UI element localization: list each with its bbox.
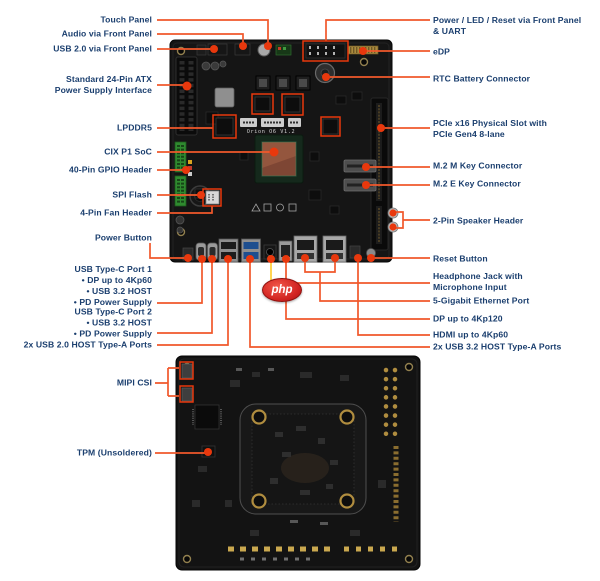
label-hdmi-4kp60: HDMI up to 4Kp60 — [433, 330, 597, 341]
callout-boxes — [179, 40, 349, 403]
mipi-csi-connector — [181, 363, 193, 379]
label-line: Touch Panel — [100, 14, 152, 25]
label-line: LPDDR5 — [117, 122, 152, 133]
silkscreen-logos — [240, 118, 301, 127]
label-fan-header: 4-Pin Fan Header — [0, 208, 152, 219]
label-usb20-host-ports: 2x USB 2.0 HOST Type-A Ports — [0, 340, 152, 351]
pcie-x16-slot — [370, 97, 389, 251]
callout-dots — [182, 42, 397, 456]
gpio-header-strip — [174, 141, 192, 207]
label-line: Reset Button — [433, 253, 488, 264]
label-line: HDMI up to 4Kp60 — [433, 329, 509, 340]
label-line: Microphone Input — [433, 282, 507, 292]
label-line: PCIe x16 Physical Slot with — [433, 118, 547, 128]
certification-marks — [251, 203, 297, 212]
label-line: 2x USB 2.0 HOST Type-A Ports — [23, 339, 152, 350]
back-side-chip — [192, 404, 222, 430]
label-power-button: Power Button — [0, 233, 152, 244]
mipi-csi-connector — [181, 387, 193, 402]
label-spi-flash: SPI Flash — [0, 190, 152, 201]
label-line: MIPI CSI — [116, 377, 152, 388]
mounting-hole — [359, 57, 369, 67]
label-reset-button: Reset Button — [433, 254, 597, 265]
label-line: USB Type-C Port 1 — [74, 264, 152, 274]
label-line: DP up to 4Kp120 — [433, 313, 503, 324]
label-usb-c-port-1: USB Type-C Port 1• DP up to 4Kp60• USB 3… — [0, 264, 152, 308]
label-line: USB 2.0 via Front Panel — [53, 43, 152, 54]
label-audio-front-panel: Audio via Front Panel — [0, 29, 152, 40]
label-line: Power Supply Interface — [54, 85, 152, 95]
soc-backplate-area — [239, 403, 367, 515]
php-watermark: php — [262, 278, 302, 302]
label-line: Audio via Front Panel — [61, 28, 152, 39]
label-usb32-host-ports: 2x USB 3.2 HOST Type-A Ports — [433, 342, 597, 353]
bottom-board-photo — [175, 355, 421, 571]
cix-p1-soc-chip — [254, 134, 304, 184]
label-m2-m-key: M.2 M Key Connector — [433, 161, 597, 172]
label-line: USB Type-C Port 2 — [74, 306, 152, 317]
label-line: Standard 24-Pin ATX — [66, 74, 152, 84]
label-line: Power Button — [94, 232, 152, 243]
label-line: • USB 3.2 HOST — [86, 317, 152, 328]
label-gpio-header: 40-Pin GPIO Header — [0, 165, 152, 176]
label-tpm: TPM (Unsoldered) — [0, 448, 152, 459]
label-edp: eDP — [433, 47, 597, 58]
label-line: • PD Power Supply — [73, 297, 152, 307]
php-watermark-text: php — [271, 284, 293, 296]
label-speaker-header: 2-Pin Speaker Header — [433, 216, 597, 227]
label-cix-p1-soc: CIX P1 SoC — [0, 147, 152, 158]
label-m2-e-key: M.2 E Key Connector — [433, 179, 597, 190]
label-line: • USB 3.2 HOST — [86, 286, 152, 296]
label-line: Power / LED / Reset via Front Panel — [433, 15, 582, 25]
label-usb20-front-panel: USB 2.0 via Front Panel — [0, 44, 152, 55]
mounting-hole — [182, 554, 192, 564]
label-line: Headphone Jack with — [433, 271, 523, 281]
label-mipi-csi: MIPI CSI — [0, 378, 152, 389]
label-dp-4kp120: DP up to 4Kp120 — [433, 314, 597, 325]
label-line: SPI Flash — [112, 189, 152, 200]
label-line: • DP up to 4Kp60 — [81, 275, 152, 285]
mounting-hole — [404, 554, 414, 564]
vrm-chokes — [255, 75, 311, 91]
label-rtc-battery: RTC Battery Connector — [433, 74, 597, 85]
label-line: TPM (Unsoldered) — [76, 447, 152, 458]
mounting-hole — [404, 362, 414, 372]
label-line: M.2 M Key Connector — [433, 160, 523, 171]
label-touch-panel: Touch Panel — [0, 15, 152, 26]
label-ethernet: 5-Gigabit Ethernet Port — [433, 296, 597, 307]
board-silkscreen-text: Orion O6 V1.2 — [247, 129, 295, 135]
label-line: eDP — [433, 46, 451, 57]
label-line: RTC Battery Connector — [433, 73, 531, 84]
label-line: & UART — [433, 26, 467, 36]
label-line: M.2 E Key Connector — [433, 178, 521, 189]
atx-connector — [175, 56, 198, 136]
label-line: 2x USB 3.2 HOST Type-A Ports — [433, 341, 562, 352]
label-line: 40-Pin GPIO Header — [69, 164, 152, 175]
top-board-photo: Orion O6 V1.2 — [169, 39, 399, 263]
label-line: CIX P1 SoC — [104, 146, 152, 157]
label-line: 4-Pin Fan Header — [80, 207, 152, 218]
label-front-panel-uart: Power / LED / Reset via Front Panel& UAR… — [433, 15, 597, 37]
label-line: 2-Pin Speaker Header — [433, 215, 524, 226]
label-line: 5-Gigabit Ethernet Port — [433, 295, 530, 306]
label-lpddr5: LPDDR5 — [0, 123, 152, 134]
lpddr5-chips — [215, 96, 339, 136]
label-line: PCIe Gen4 8-lane — [433, 129, 505, 139]
label-usb-c-port-2: USB Type-C Port 2• USB 3.2 HOST• PD Powe… — [0, 307, 152, 340]
label-line: • PD Power Supply — [73, 328, 152, 339]
